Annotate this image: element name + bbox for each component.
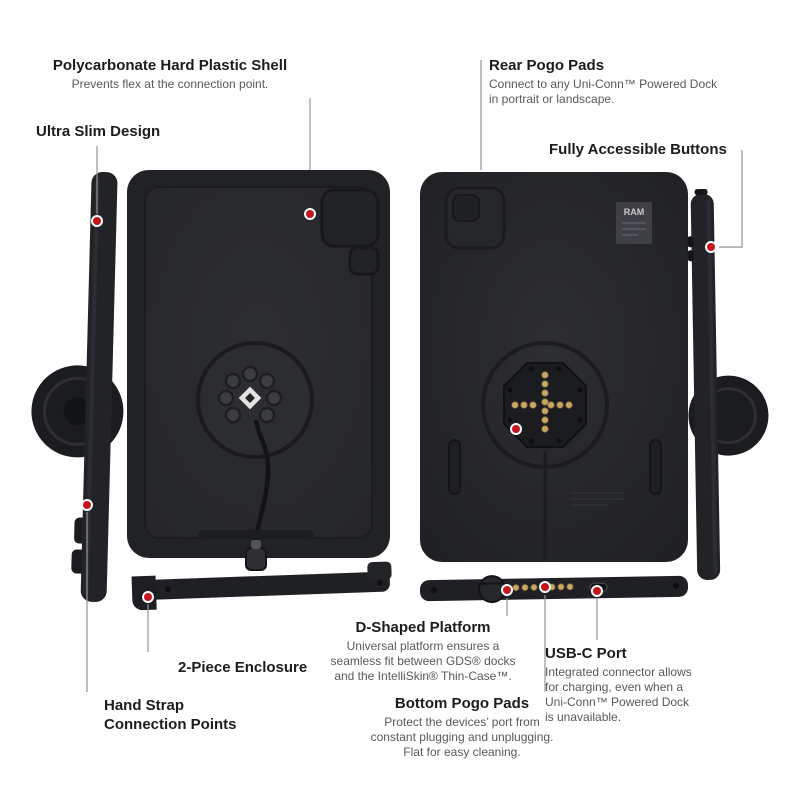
leader-lines <box>86 60 743 692</box>
volume-button <box>687 250 694 262</box>
callout-rear-pogo-body-1: Connect to any Uni-Conn™ Powered Dock <box>489 77 718 91</box>
callout-usb-c-title: USB-C Port <box>545 645 627 662</box>
callout-d-platform-body-1: Universal platform ensures a <box>346 639 500 653</box>
callout-hand-strap-title-2: Connection Points <box>104 716 237 733</box>
power-button <box>694 188 708 196</box>
rear-bottom-rail <box>420 575 689 604</box>
camera-flash-cutout <box>348 246 380 276</box>
left-side-view <box>31 171 124 602</box>
callout-hand-strap: Hand Strap Connection Points <box>104 696 237 734</box>
callout-bottom-pogo: Bottom Pogo Pads Protect the devices’ po… <box>362 694 562 760</box>
callout-dots <box>81 208 717 603</box>
callout-hand-strap-title-1: Hand Strap <box>104 697 185 714</box>
connector-cable <box>252 419 271 545</box>
brand-label: RAM <box>616 202 652 244</box>
callout-bottom-pogo-body-2: constant plugging and unplugging. <box>370 730 554 744</box>
dot-two-piece <box>142 591 154 603</box>
callout-buttons-title: Fully Accessible Buttons <box>549 141 727 158</box>
callout-bottom-pogo-body-3: Flat for easy cleaning. <box>403 745 521 759</box>
d-shaped-platform <box>478 575 507 604</box>
dot-d-platform <box>501 584 513 596</box>
dot-usb-c <box>591 585 603 597</box>
usb-c-plug <box>245 540 267 571</box>
callout-shell: Polycarbonate Hard Plastic Shell Prevent… <box>40 56 300 92</box>
dot-bottom-pogo <box>539 581 551 593</box>
regulatory-marks <box>570 492 624 506</box>
dot-rear-pogo <box>510 423 522 435</box>
strap-slot-left <box>448 439 461 495</box>
callout-usb-c-body-3: Uni-Conn™ Powered Dock <box>545 695 690 709</box>
strap-slot-right <box>649 439 662 495</box>
callout-rear-pogo: Rear Pogo Pads Connect to any Uni-Conn™ … <box>489 56 729 107</box>
callout-buttons: Fully Accessible Buttons <box>549 140 727 159</box>
callout-d-platform-body-2: seamless fit between GDS® docks <box>330 654 516 668</box>
callout-d-platform-title: D-Shaped Platform <box>355 619 491 636</box>
callout-ultra-slim-title: Ultra Slim Design <box>36 123 161 140</box>
callout-bottom-pogo-title: Bottom Pogo Pads <box>394 695 530 712</box>
callout-shell-title: Polycarbonate Hard Plastic Shell <box>52 57 288 74</box>
rear-pogo-plate <box>503 362 587 448</box>
dot-buttons <box>705 241 717 253</box>
dot-ultra-slim <box>91 215 103 227</box>
camera-cutout <box>320 188 380 248</box>
right-side-view <box>687 188 769 580</box>
callout-bottom-pogo-body-1: Protect the devices’ port from <box>384 715 540 729</box>
rear-case-view: RAM <box>420 172 688 562</box>
callout-d-platform: D-Shaped Platform Universal platform ens… <box>323 618 523 684</box>
callout-d-platform-body-3: and the IntelliSkin® Thin-Case™. <box>334 669 512 683</box>
callout-usb-c: USB-C Port Integrated connector allows f… <box>545 644 735 725</box>
callout-usb-c-body-1: Integrated connector allows <box>545 665 692 679</box>
dot-shell <box>304 208 316 220</box>
callout-usb-c-body-2: for charging, even when a <box>545 680 684 694</box>
callout-two-piece-title: 2-Piece Enclosure <box>178 659 308 676</box>
callout-two-piece: 2-Piece Enclosure <box>178 658 307 677</box>
brand-text: RAM <box>624 207 645 217</box>
callout-rear-pogo-title: Rear Pogo Pads <box>489 57 605 74</box>
volume-button <box>687 236 694 248</box>
callout-ultra-slim: Ultra Slim Design <box>36 122 160 141</box>
callout-rear-pogo-body-2: in portrait or landscape. <box>489 92 615 106</box>
rear-pogo-pads <box>511 371 573 433</box>
callout-usb-c-body-4: is unavailable. <box>545 710 622 724</box>
front-case-view <box>127 170 390 558</box>
callout-shell-body: Prevents flex at the connection point. <box>71 77 269 91</box>
dot-hand-strap <box>81 499 93 511</box>
